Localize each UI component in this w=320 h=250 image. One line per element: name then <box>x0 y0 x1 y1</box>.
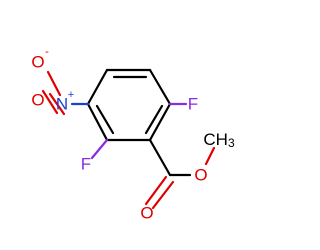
atom-o-minus: O <box>31 53 44 72</box>
bond-ring-top-left <box>86 68 109 106</box>
atom-f-left: F <box>81 155 91 174</box>
charge-plus: + <box>68 89 74 101</box>
bond-c-f-left <box>90 138 109 160</box>
bond-ring-bottom-left-inner <box>95 104 115 135</box>
atom-o-ester: O <box>194 166 207 185</box>
atom-o-nitro: O <box>31 91 44 110</box>
atom-f-top: F <box>188 95 198 114</box>
bond-ring-to-carbonyl <box>148 138 172 177</box>
bond-ester-o-to-methyl <box>204 146 216 166</box>
bond-n-o-minus <box>46 70 62 97</box>
bond-carbonyl-double-b <box>151 180 175 210</box>
bond-ring-bottom-right-inner <box>144 104 164 135</box>
benzene-ring <box>86 68 172 142</box>
atom-methyl: CH3 <box>203 130 235 151</box>
bond-ring-bottom-right <box>148 102 172 142</box>
bond-ring-bottom-left <box>86 102 109 142</box>
bond-carbonyl-double-a <box>144 175 168 206</box>
atom-n-plus: N <box>56 95 68 114</box>
methyl-subscript: 3 <box>228 136 235 150</box>
molecule-structure-diagram: O - N + O F F O O CH3 <box>31 46 235 223</box>
atom-o-carbonyl: O <box>140 204 153 223</box>
methyl-ch: CH <box>203 130 228 149</box>
bond-n-o-double-b <box>48 92 66 116</box>
bond-n-o-double-a <box>41 89 59 115</box>
charge-minus: - <box>45 46 49 58</box>
bond-ring-top-right <box>148 68 172 106</box>
